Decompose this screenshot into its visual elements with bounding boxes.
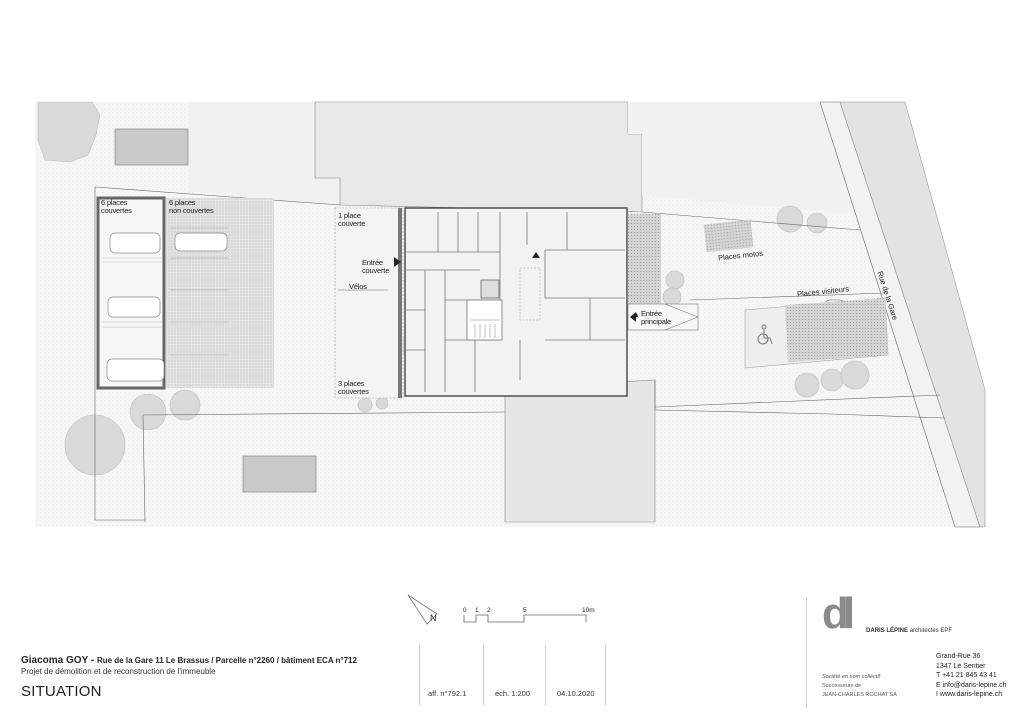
firm-email[interactable]: E info@daris-lepine.ch <box>936 681 1007 689</box>
covered-parking-west <box>96 196 166 390</box>
site-plan-drawing <box>35 101 986 528</box>
scale-tick-0: 0 <box>463 607 467 614</box>
drawing-title: SITUATION <box>21 683 102 700</box>
parcel-lines <box>94 186 946 523</box>
successor-name: JEAN-CHARLES ROCHAT SA <box>822 692 897 698</box>
scale-ratio: éch. 1:200 <box>495 689 531 698</box>
label-covered-entrance: Entrée couverte <box>362 258 390 275</box>
north-label: N <box>430 613 437 623</box>
divider <box>605 645 606 705</box>
firm-street: Grand-Rue 36 <box>936 653 981 660</box>
covered-bay-east <box>334 207 404 399</box>
scale-tick-5: 5 <box>523 607 527 614</box>
firm-logo: dl <box>822 589 855 638</box>
divider <box>419 645 420 705</box>
client-line: Giacoma GOY - Rue de la Gare 11 Le Brass… <box>21 655 357 666</box>
firm-website[interactable]: I www.daris-lepine.ch <box>936 691 1003 699</box>
main-building <box>404 207 628 397</box>
legal-form: Société en nom collectif <box>822 674 881 680</box>
neighbor-buildings <box>188 101 860 523</box>
scale-tick-1: 1 <box>475 607 479 614</box>
divider <box>806 598 807 708</box>
paved-strip <box>628 214 754 304</box>
label-3-covered-places: 3 places couvertes <box>338 379 369 396</box>
firm-name-line: DARIS LÉPINE architectes EPF <box>866 628 952 634</box>
drawing-date: 04.10.2020 <box>557 689 595 698</box>
north-arrow-icon <box>407 594 438 625</box>
sheds <box>114 128 317 493</box>
successor-label: Successeurs de <box>822 683 862 689</box>
label-main-entrance: Entrée principale <box>641 309 672 326</box>
client-name: Giacoma GOY - <box>21 655 97 666</box>
label-6-uncovered-places: 6 places non couvertes <box>169 198 214 215</box>
visitor-parking <box>744 297 889 369</box>
project-description: Projet de démolition et de reconstructio… <box>21 667 216 676</box>
affaire-number: aff. n°792.1 <box>428 689 467 698</box>
trees <box>37 101 870 476</box>
road-rue-de-la-gare <box>819 101 986 528</box>
project-address: Rue de la Gare 11 Le Brassus / Parcelle … <box>96 656 357 665</box>
scale-tick-2: 2 <box>487 607 491 614</box>
label-bikes: Vélos <box>349 282 367 291</box>
divider <box>545 645 546 705</box>
firm-suffix: architectes EPF <box>909 628 953 634</box>
scale-bar <box>463 614 587 623</box>
divider <box>483 645 484 705</box>
uncovered-parking-west <box>166 198 274 388</box>
main-entrance-ramp <box>627 303 699 331</box>
scale-tick-10m: 10m <box>582 607 595 614</box>
firm-phone: T +41 21 845 43 41 <box>936 672 997 680</box>
firm-name: DARIS LÉPINE <box>866 628 909 634</box>
accessible-parking-icon <box>757 324 773 345</box>
label-6-covered-places: 6 places couvertes <box>101 198 132 215</box>
firm-city: 1347 Le Sentier <box>936 662 986 670</box>
label-1-covered-place: 1 place couverte <box>338 211 366 228</box>
